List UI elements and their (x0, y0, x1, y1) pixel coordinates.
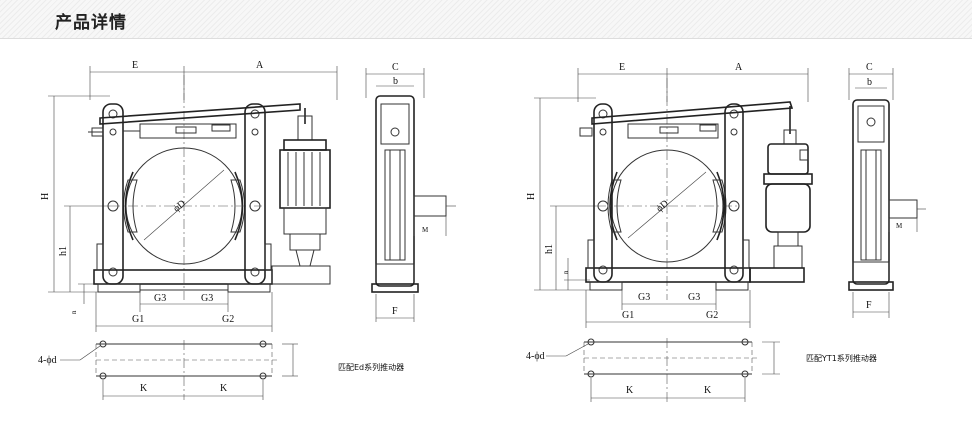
label-h: H (40, 193, 51, 200)
label-g3-b: G3 (688, 292, 700, 303)
brake-wheel-ed: ϕD (110, 75, 262, 300)
mount-plan-yt1: 4-ϕd K K (526, 338, 780, 402)
drawing-yt1: E A H h1 n ϕD (526, 62, 926, 402)
label-f: F (392, 306, 398, 317)
caption-yt1: 匹配YT1系列推动器 (806, 353, 877, 363)
header-divider (0, 38, 972, 39)
label-a: A (735, 62, 743, 73)
dim-top-yt1: E A (577, 62, 809, 102)
label-b: b (867, 77, 872, 88)
label-g2: G2 (222, 314, 234, 325)
mount-plan-ed: 4-ϕd K K (38, 340, 298, 400)
label-c: C (392, 62, 399, 73)
thruster-ed (271, 108, 331, 285)
label-c: C (866, 62, 873, 73)
label-f: F (866, 300, 872, 311)
side-view-ed: C b M F (365, 62, 456, 322)
label-phid: ϕD (654, 198, 671, 214)
label-k-a: K (140, 383, 148, 394)
label-g3-a: G3 (638, 292, 650, 303)
label-e: E (619, 62, 625, 73)
label-holes: 4-ϕd (526, 351, 545, 362)
label-g3-b: G3 (201, 293, 213, 304)
label-g3-a: G3 (154, 293, 166, 304)
label-n: n (70, 310, 78, 314)
label-k-b: K (704, 385, 712, 396)
label-holes: 4-ϕd (38, 355, 57, 366)
dim-left-yt1: H h1 n (526, 97, 596, 291)
brake-wheel-yt1: ϕD (596, 78, 740, 300)
label-h1: h1 (58, 246, 69, 256)
label-m: M (422, 226, 429, 234)
label-e: E (132, 60, 138, 71)
label-g1: G1 (132, 314, 144, 325)
label-phid: ϕD (171, 198, 188, 214)
section-title: 产品详情 (55, 13, 127, 33)
caption-ed: 匹配Ed系列推动器 (338, 362, 404, 372)
label-h1: h1 (544, 244, 555, 254)
label-h: H (526, 193, 537, 200)
label-k-a: K (626, 385, 634, 396)
thruster-yt1 (749, 106, 813, 283)
brake-arms-yt1 (579, 101, 794, 291)
dim-bottom-ed: G3 G3 G1 G2 (95, 292, 273, 332)
dim-left-ed: H h1 n (40, 95, 110, 314)
label-g2: G2 (706, 310, 718, 321)
brake-arms-ed (88, 103, 301, 293)
label-n: n (562, 270, 570, 274)
dim-bottom-yt1: G3 G3 G1 G2 (585, 290, 751, 328)
label-g1: G1 (622, 310, 634, 321)
drawing-ed: E A H h1 n ϕD (38, 60, 456, 400)
dim-top-ed: E A (89, 60, 338, 100)
label-b: b (393, 76, 398, 87)
label-k-b: K (220, 383, 228, 394)
side-view-yt1: C b M F (848, 62, 926, 318)
section-header: 产品详情 (0, 0, 972, 38)
label-a: A (256, 60, 264, 71)
label-m: M (896, 222, 903, 230)
